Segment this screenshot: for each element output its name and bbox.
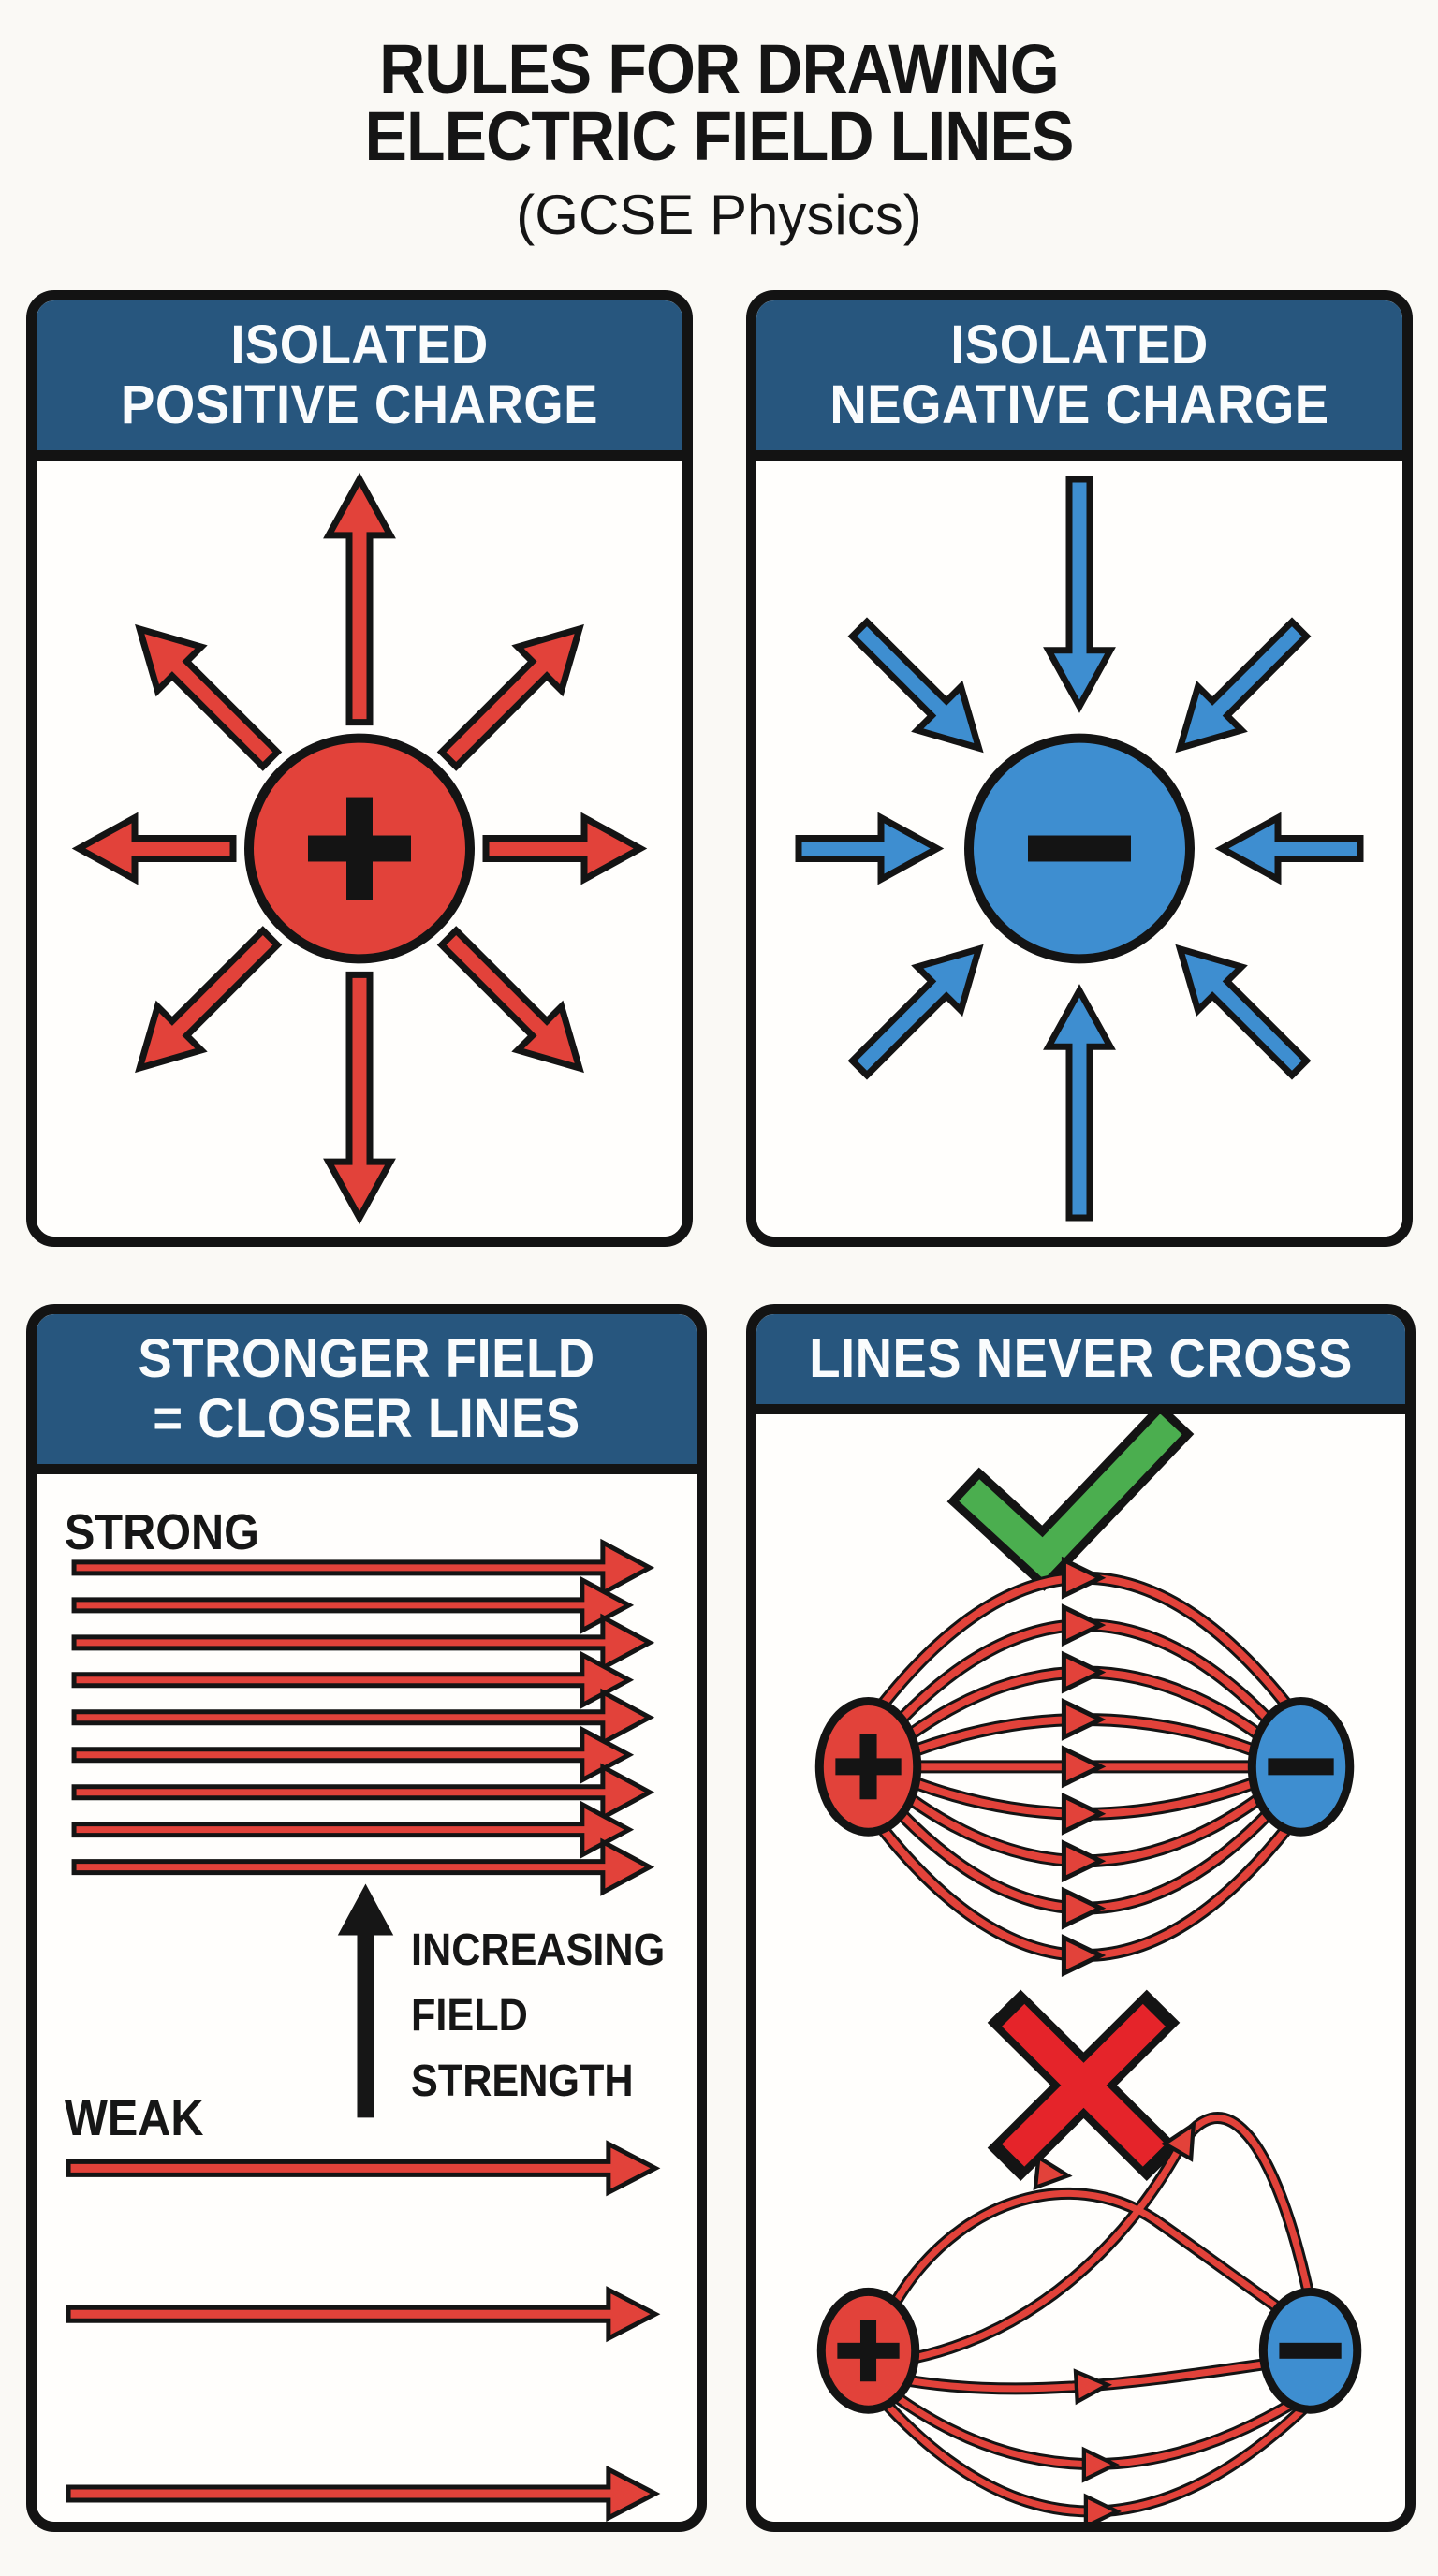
strong-field-arrow xyxy=(71,1613,655,1673)
weak-label: WEAK xyxy=(65,2090,204,2146)
field-arrow xyxy=(135,623,283,771)
page-title-line1: RULES FOR DRAWING xyxy=(379,30,1060,108)
axis-label-line3: STRENGTH xyxy=(411,2056,634,2106)
arrowhead xyxy=(1061,1792,1107,1836)
minus-symbol xyxy=(1279,2342,1342,2359)
check-mark xyxy=(959,1414,1182,1580)
arrowhead xyxy=(1061,1556,1107,1600)
arrowhead xyxy=(1083,2493,1123,2522)
arrowhead xyxy=(1061,1697,1107,1741)
axis-label-line1: INCREASING xyxy=(411,1925,666,1975)
panel-isolated-negative-charge: ISOLATED NEGATIVE CHARGE xyxy=(746,290,1413,1247)
arrowhead xyxy=(1061,1603,1107,1647)
panel-positive-body xyxy=(37,461,682,1237)
arrowhead xyxy=(1061,1745,1107,1789)
weak-field-arrow xyxy=(66,2140,661,2197)
field-arrow xyxy=(847,617,984,754)
strong-field-arrow xyxy=(71,1837,655,1896)
crossing-line xyxy=(892,2189,1310,2332)
arrowhead xyxy=(1061,1839,1107,1883)
crossing-line-outline xyxy=(890,2187,1312,2334)
field-arrow xyxy=(795,812,945,886)
panel-crossing-body xyxy=(756,1414,1405,2522)
arrowhead xyxy=(1061,1934,1107,1977)
arrowhead xyxy=(1073,2368,1112,2406)
arrowhead xyxy=(1161,2120,1196,2162)
plus-symbol xyxy=(346,797,373,900)
weak-field-arrow xyxy=(66,2465,661,2522)
panel-negative-header: ISOLATED NEGATIVE CHARGE xyxy=(756,300,1402,461)
field-arrow xyxy=(482,812,648,886)
strong-field-arrow xyxy=(71,1538,655,1598)
field-arrow xyxy=(436,623,584,771)
increasing-strength-arrow xyxy=(337,1883,394,2118)
strong-field-arrow xyxy=(71,1763,655,1822)
strong-field-arrow xyxy=(71,1575,635,1635)
field-arrow xyxy=(1175,617,1312,754)
panel-negative-title-line1: ISOLATED xyxy=(950,315,1209,375)
strong-field-arrow xyxy=(71,1688,655,1747)
field-arrow xyxy=(71,812,237,886)
field-strength-diagram xyxy=(66,1538,661,2522)
panel-positive-title-line1: ISOLATED xyxy=(230,315,489,375)
field-arrow xyxy=(1043,984,1116,1222)
crossing-line-outline xyxy=(902,2112,1317,2366)
arrowhead xyxy=(1061,1650,1107,1694)
field-arrow xyxy=(323,971,396,1225)
arrowhead xyxy=(1061,1886,1107,1930)
field-arrow xyxy=(135,926,283,1074)
panel-isolated-positive-charge: ISOLATED POSITIVE CHARGE xyxy=(26,290,693,1247)
arrowhead xyxy=(1033,2154,1073,2191)
plus-symbol xyxy=(859,2320,877,2382)
lines-never-cross-diagram xyxy=(814,1414,1362,2522)
strong-field-arrow xyxy=(71,1800,635,1859)
strong-label: STRONG xyxy=(65,1504,259,1560)
panel-positive-title-line2: POSITIVE CHARGE xyxy=(121,374,598,435)
minus-symbol xyxy=(1268,1758,1334,1776)
panel-crossing-title: LINES NEVER CROSS xyxy=(809,1328,1353,1389)
strong-field-arrow xyxy=(71,1650,635,1709)
positive-charge-diagram xyxy=(71,472,648,1225)
panel-crossing-header: LINES NEVER CROSS xyxy=(756,1314,1405,1414)
panel-stronger-field-closer-lines: STRONGER FIELD = CLOSER LINES STRONG INC… xyxy=(26,1304,707,2532)
increasing-field-strength-label: INCREASING FIELD STRENGTH xyxy=(411,1918,665,2115)
minus-symbol xyxy=(1028,835,1131,862)
field-arrow xyxy=(1214,812,1364,886)
cross-mark xyxy=(1002,2003,1166,2167)
panel-lines-never-cross: LINES NEVER CROSS xyxy=(746,1304,1416,2532)
strong-field-arrow xyxy=(71,1725,635,1784)
field-arrow xyxy=(436,926,584,1074)
panel-strength-body: STRONG INCREASING FIELD STRENGTH WEAK xyxy=(37,1474,697,2522)
panel-negative-title-line2: NEGATIVE CHARGE xyxy=(829,374,1329,435)
field-arrow xyxy=(1043,476,1116,713)
field-arrow xyxy=(847,944,984,1080)
plus-symbol xyxy=(859,1734,877,1800)
field-arrow xyxy=(323,472,396,726)
panel-negative-body xyxy=(756,461,1402,1237)
arrowhead xyxy=(1081,2446,1121,2483)
page-title: RULES FOR DRAWING ELECTRIC FIELD LINES xyxy=(57,30,1380,175)
field-arrow xyxy=(1175,944,1312,1080)
panel-strength-header: STRONGER FIELD = CLOSER LINES xyxy=(37,1314,697,1474)
negative-charge-diagram xyxy=(795,476,1364,1222)
axis-label-line2: FIELD xyxy=(411,1991,528,2041)
crossing-line xyxy=(897,2354,1310,2393)
panel-strength-title-line1: STRONGER FIELD xyxy=(138,1328,595,1389)
weak-field-arrow xyxy=(66,2286,661,2343)
panel-strength-title-line2: = CLOSER LINES xyxy=(153,1388,580,1449)
page-subtitle: (GCSE Physics) xyxy=(516,183,922,246)
panel-positive-header: ISOLATED POSITIVE CHARGE xyxy=(37,300,682,461)
page-title-line2: ELECTRIC FIELD LINES xyxy=(364,97,1075,175)
